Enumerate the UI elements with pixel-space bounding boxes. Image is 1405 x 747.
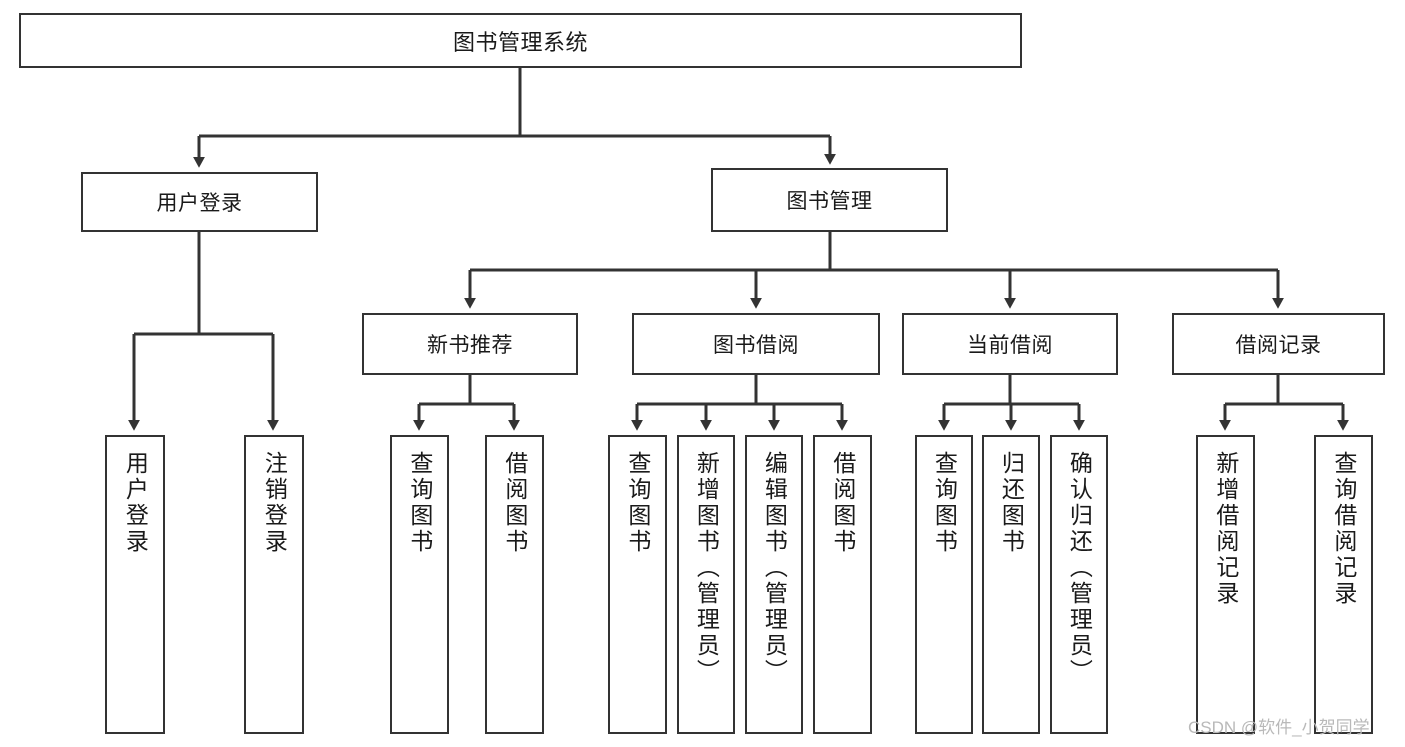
- node-new-book-recommend[interactable]: 新书推荐: [362, 313, 578, 375]
- node-label: 用户登录: [156, 192, 243, 215]
- node-label: 注销登录: [261, 451, 288, 555]
- node-label: 新增借阅记录: [1212, 451, 1239, 607]
- node-label: 查询图书: [624, 451, 651, 555]
- node-label: 新书推荐: [427, 334, 513, 357]
- node-leaf-query-book-3[interactable]: 查询图书: [915, 435, 973, 734]
- node-label: 图书借阅: [713, 334, 799, 357]
- node-label: 借阅图书: [829, 451, 856, 555]
- node-borrow-record[interactable]: 借阅记录: [1172, 313, 1385, 375]
- node-book-borrow[interactable]: 图书借阅: [632, 313, 880, 375]
- node-label: 图书管理系统: [452, 29, 588, 55]
- node-current-borrow[interactable]: 当前借阅: [902, 313, 1118, 375]
- node-leaf-return-book[interactable]: 归还图书: [982, 435, 1040, 734]
- node-label: 归还图书: [998, 451, 1025, 555]
- node-leaf-borrow-book-1[interactable]: 借阅图书: [485, 435, 544, 734]
- csdn-watermark: CSDN @软件_小贺同学: [1188, 718, 1370, 737]
- node-leaf-add-book-admin[interactable]: 新增图书（管理员）: [677, 435, 735, 734]
- node-label: 查询图书: [931, 451, 958, 555]
- node-label: 用户登录: [122, 451, 149, 555]
- node-leaf-user-logout[interactable]: 注销登录: [244, 435, 304, 734]
- node-label: 确认归还（管理员）: [1066, 451, 1093, 685]
- node-book-management-system[interactable]: 图书管理系统: [19, 13, 1022, 68]
- node-label: 当前借阅: [967, 334, 1053, 357]
- node-leaf-query-book-1[interactable]: 查询图书: [390, 435, 449, 734]
- node-user-login[interactable]: 用户登录: [81, 172, 318, 232]
- node-label: 借阅记录: [1235, 334, 1322, 357]
- node-leaf-query-book-2[interactable]: 查询图书: [608, 435, 667, 734]
- node-label: 借阅图书: [501, 451, 528, 555]
- node-label: 查询借阅记录: [1330, 451, 1357, 607]
- node-leaf-user-login[interactable]: 用户登录: [105, 435, 165, 734]
- node-label: 新增图书（管理员）: [693, 451, 720, 685]
- node-leaf-borrow-book-2[interactable]: 借阅图书: [813, 435, 872, 734]
- node-leaf-add-borrow-record[interactable]: 新增借阅记录: [1196, 435, 1255, 734]
- node-leaf-edit-book-admin[interactable]: 编辑图书（管理员）: [745, 435, 803, 734]
- node-label: 编辑图书（管理员）: [761, 451, 788, 685]
- node-label: 图书管理: [786, 190, 873, 213]
- node-leaf-confirm-return-admin[interactable]: 确认归还（管理员）: [1050, 435, 1108, 734]
- node-leaf-query-borrow-record[interactable]: 查询借阅记录: [1314, 435, 1373, 734]
- node-label: 查询图书: [406, 451, 433, 555]
- node-book-management[interactable]: 图书管理: [711, 168, 948, 232]
